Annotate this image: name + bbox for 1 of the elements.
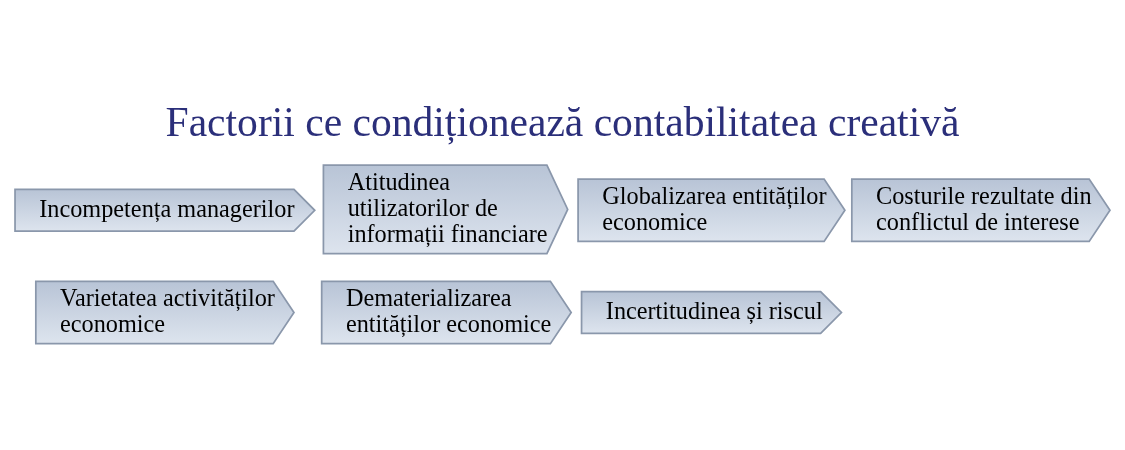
diagram-title: Factorii ce condiționează contabilitatea creativă	[165, 99, 960, 146]
